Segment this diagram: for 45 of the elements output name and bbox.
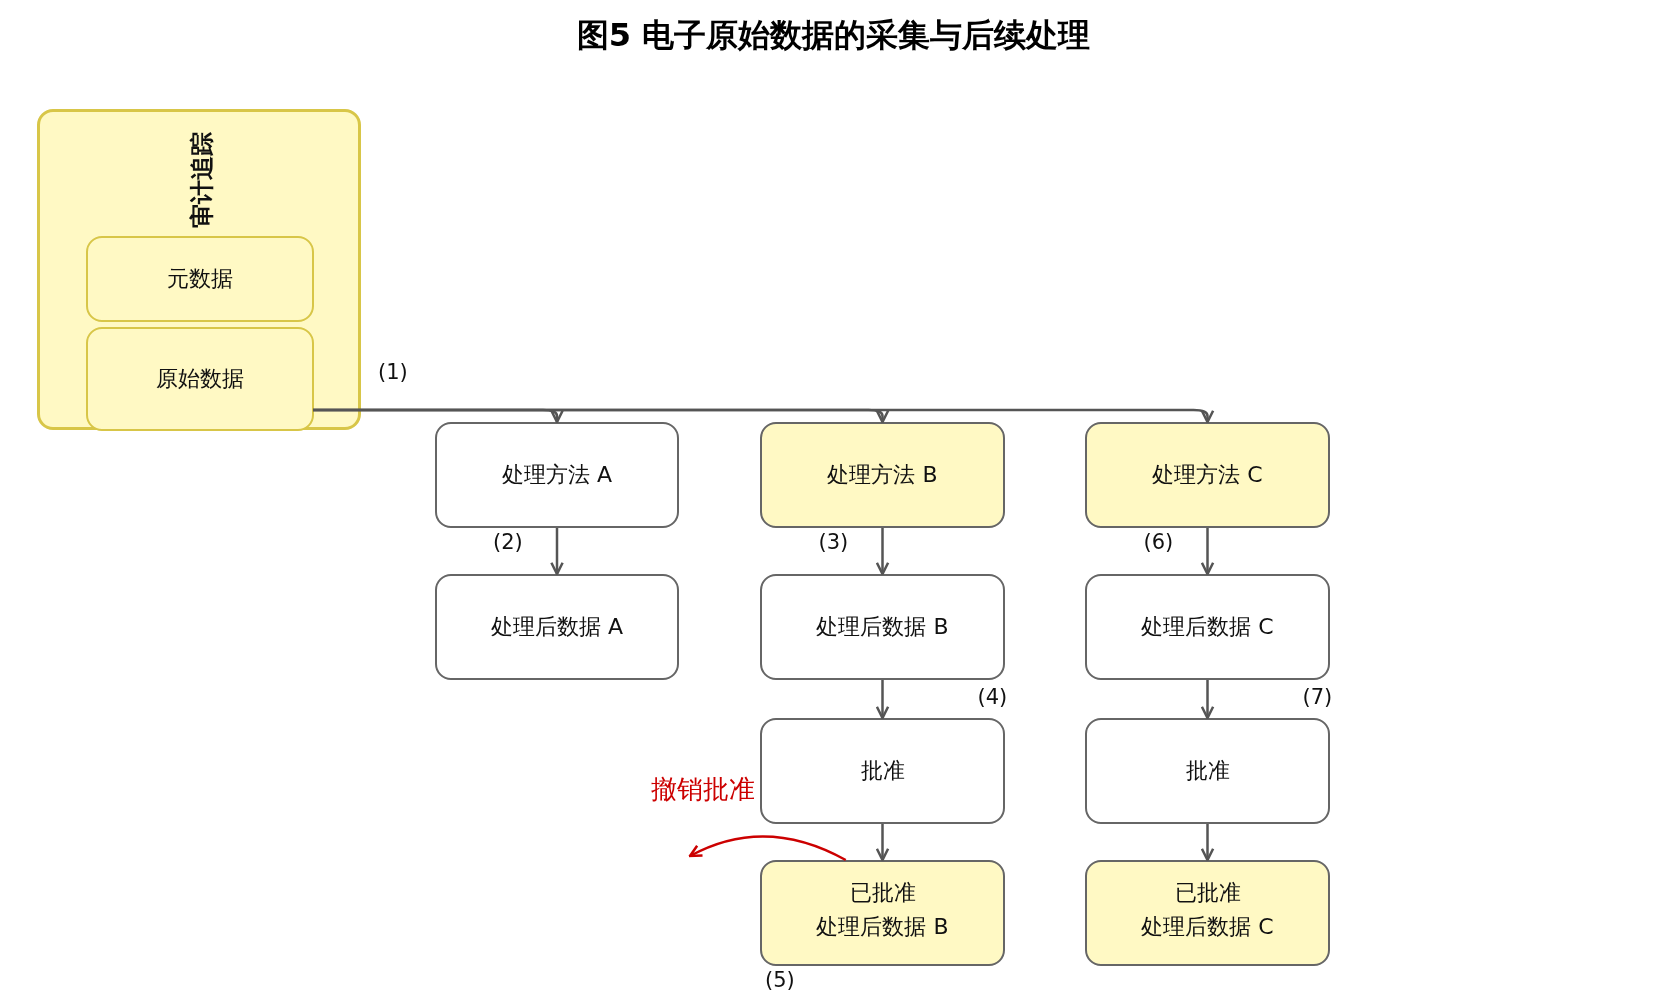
box-label: 处理后数据 B bbox=[816, 613, 949, 641]
arrow bbox=[550, 528, 564, 576]
edge-label: (7) bbox=[1302, 685, 1333, 709]
box-label: 已批准 bbox=[849, 879, 916, 907]
arrow bbox=[688, 835, 847, 862]
box-label: 处理方法 A bbox=[501, 461, 612, 489]
box-label: 处理后数据 B bbox=[816, 913, 949, 941]
arrow bbox=[1200, 824, 1215, 862]
box-label: 批准 bbox=[860, 757, 905, 785]
box-label: 批准 bbox=[1185, 757, 1230, 785]
process-box bbox=[1085, 574, 1330, 680]
box-label: 原始数据 bbox=[155, 364, 244, 393]
process-box bbox=[85, 235, 314, 322]
process-box bbox=[760, 422, 1005, 528]
process-box bbox=[760, 574, 1005, 680]
box-label: 已批准 bbox=[1174, 879, 1241, 907]
edge-label: (6) bbox=[1143, 530, 1174, 554]
process-box bbox=[435, 422, 679, 528]
box-label: 处理方法 C bbox=[1152, 461, 1263, 489]
group-box bbox=[37, 109, 361, 430]
arrow bbox=[875, 528, 890, 576]
arrow bbox=[875, 680, 890, 720]
box-label: 处理方法 B bbox=[827, 461, 938, 489]
edge-label: (1) bbox=[378, 360, 408, 384]
arrow bbox=[1200, 528, 1215, 576]
edge-label: (3) bbox=[818, 530, 849, 554]
process-box bbox=[1085, 422, 1330, 528]
process-box bbox=[1085, 718, 1330, 824]
arrow bbox=[875, 824, 890, 862]
box-label: 处理后数据 C bbox=[1141, 613, 1274, 641]
process-box bbox=[85, 326, 314, 431]
process-box bbox=[760, 860, 1005, 966]
edge-label: (2) bbox=[493, 530, 523, 554]
box-label: 元数据 bbox=[166, 264, 233, 293]
arrow bbox=[1200, 680, 1215, 720]
title: 图5 电子原始数据的采集与后续处理 bbox=[575, 15, 1092, 56]
edge-label: (4) bbox=[977, 685, 1008, 709]
process-box bbox=[1085, 860, 1330, 966]
step-number: (5) bbox=[765, 968, 795, 992]
process-box bbox=[435, 574, 679, 680]
box-label: 处理后数据 A bbox=[490, 613, 623, 641]
group-title: 审计追踪 bbox=[187, 131, 217, 230]
process-box bbox=[760, 718, 1005, 824]
arrow bbox=[313, 408, 1215, 424]
box-label: 处理后数据 C bbox=[1141, 913, 1274, 941]
